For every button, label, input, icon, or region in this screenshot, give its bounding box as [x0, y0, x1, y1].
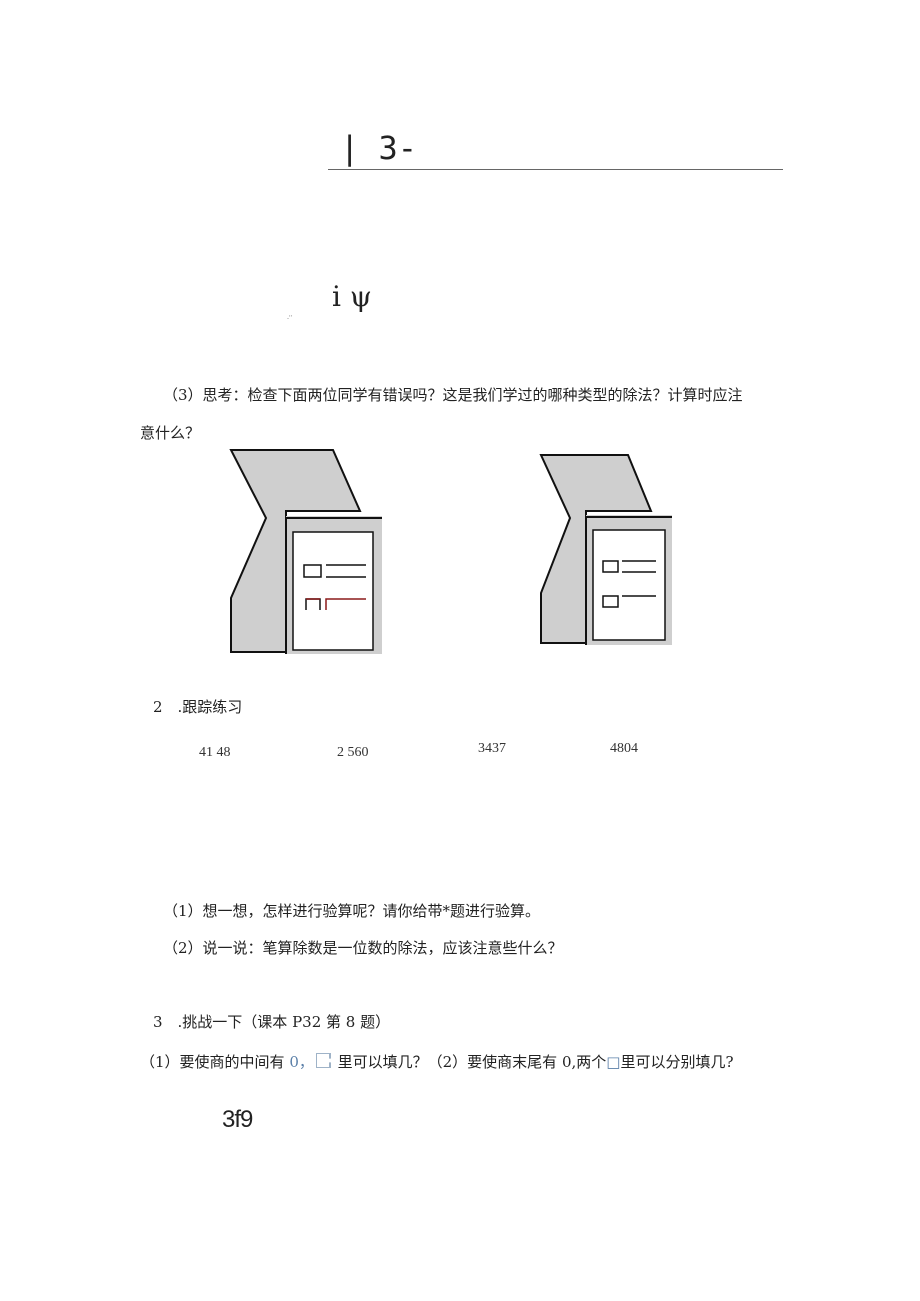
- student-work-image-2: [539, 454, 672, 645]
- header-mark: | 3-: [340, 129, 418, 167]
- practice-problem-1: 41 48: [199, 745, 231, 760]
- tiny-mark: -'’: [287, 315, 293, 322]
- practice-problem-2: 2 560: [337, 745, 369, 760]
- practice-question-2: （2）说一说：笔算除数是一位数的除法，应该注意些什么？: [163, 939, 563, 957]
- practice-problem-3: 3437: [478, 741, 506, 756]
- challenge-q-post: 里可以填几？（2）要使商末尾有 0,两个: [332, 1053, 607, 1071]
- practice-problem-4: 4804: [610, 741, 638, 756]
- student-work-image-1: [229, 449, 382, 654]
- challenge-q-end: 里可以分别填几?: [620, 1053, 734, 1071]
- header-symbol: i ψ: [332, 280, 372, 313]
- blank-box-icon: [315, 1053, 331, 1068]
- challenge-expression: 3f9: [222, 1106, 253, 1133]
- think-question-line2: 意什么？: [140, 424, 201, 442]
- practice-question-1: （1）想一想，怎样进行验算呢？请你给带*题进行验算。: [163, 902, 541, 920]
- challenge-title: 3 .挑战一下（课本 P32 第 8 题）: [153, 1013, 391, 1031]
- challenge-q-pre: （1）要使商的中间有: [140, 1053, 290, 1071]
- challenge-q-zero: 0，: [289, 1053, 314, 1071]
- challenge-q-box: □: [606, 1053, 621, 1071]
- think-question-line1: （3）思考：检查下面两位同学有错误吗？这是我们学过的哪种类型的除法？计算时应注: [163, 386, 743, 404]
- practice-title: 2 .跟踪练习: [153, 698, 243, 716]
- header-rule: [328, 169, 783, 170]
- challenge-question: （1）要使商的中间有 0， 里可以填几？（2）要使商末尾有 0,两个□里可以分别…: [140, 1053, 734, 1070]
